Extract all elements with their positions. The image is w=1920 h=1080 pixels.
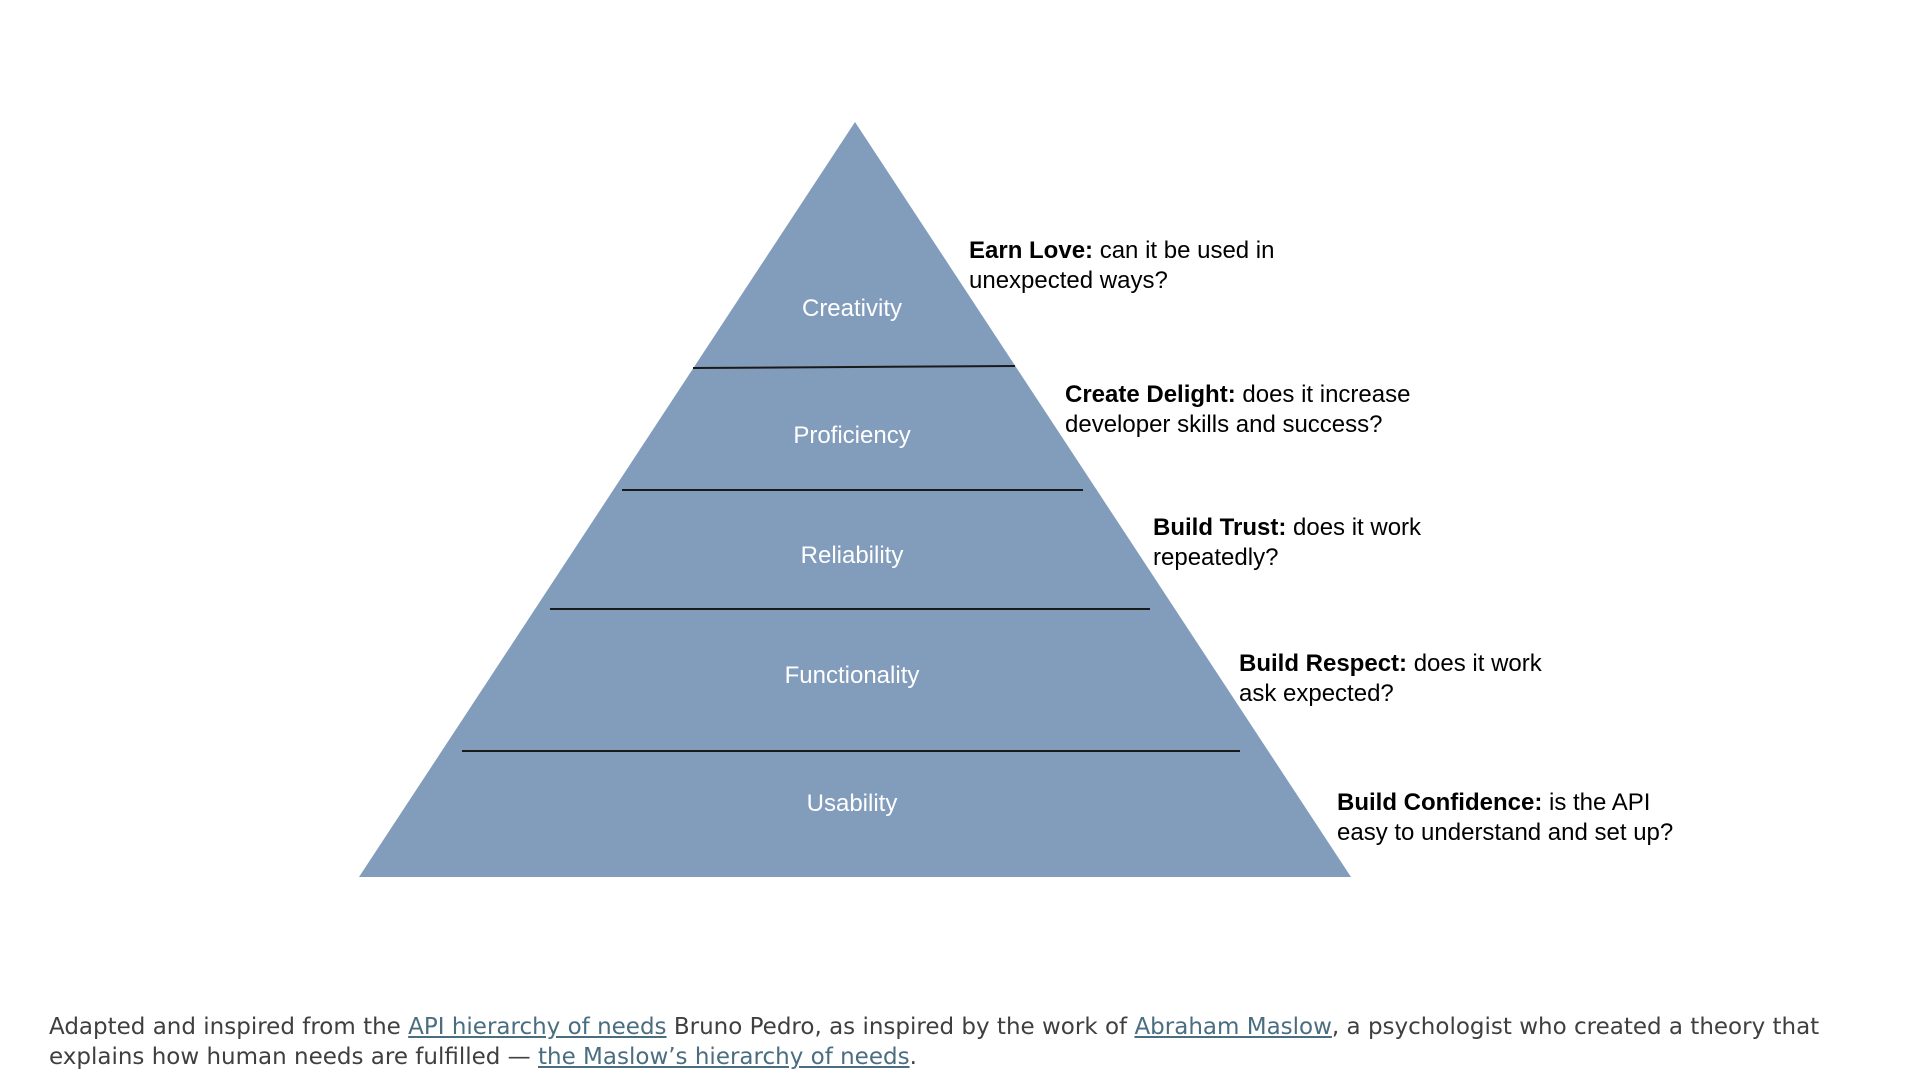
annotation-text: easy to understand and set up? — [1337, 819, 1674, 846]
caption-text: . — [909, 1044, 917, 1070]
annotation-title: Build Trust: — [1153, 514, 1287, 541]
annotation-title: Earn Love: — [969, 237, 1094, 264]
annotation-text: does it increase — [1235, 381, 1411, 408]
tier-label-proficiency: Proficiency — [793, 422, 910, 449]
abraham-maslow-link[interactable]: Abraham Maslow — [1134, 1014, 1332, 1040]
annotation-text: ask expected? — [1239, 680, 1394, 707]
annotation-text: can it be used in — [1093, 237, 1275, 264]
pyramid-shape — [359, 122, 1351, 877]
caption-text: Adapted and inspired from the — [49, 1014, 409, 1040]
annotation-build-confidence: Build Confidence: is the API easy to und… — [1337, 788, 1673, 848]
annotation-title: Create Delight: — [1065, 381, 1236, 408]
tier-label-functionality: Functionality — [785, 662, 920, 689]
annotation-title: Build Confidence: — [1337, 789, 1543, 816]
caption-text: , a psychologist who created a theory th… — [49, 1014, 1820, 1070]
annotation-create-delight: Create Delight: does it increase develop… — [1065, 380, 1410, 440]
maslow-hierarchy-link[interactable]: the Maslow’s hierarchy of needs — [538, 1044, 910, 1070]
api-hierarchy-link[interactable]: API hierarchy of needs — [408, 1014, 667, 1040]
annotation-build-respect: Build Respect: does it work ask expected… — [1239, 649, 1542, 709]
caption-text: Bruno Pedro, as inspired by the work of — [666, 1014, 1135, 1040]
annotation-text: is the API — [1542, 789, 1651, 816]
tier-label-creativity: Creativity — [802, 295, 902, 322]
annotation-text: unexpected ways? — [969, 267, 1168, 294]
caption: Adapted and inspired from the API hierar… — [49, 1012, 1889, 1072]
tier-label-reliability: Reliability — [801, 542, 904, 569]
tier-label-usability: Usability — [807, 790, 898, 817]
annotation-title: Build Respect: — [1239, 650, 1408, 677]
annotation-text: does it work — [1407, 650, 1542, 677]
annotation-build-trust: Build Trust: does it work repeatedly? — [1153, 513, 1421, 573]
annotation-text: developer skills and success? — [1065, 411, 1383, 438]
annotation-text: does it work — [1286, 514, 1422, 541]
tier-divider — [692, 365, 1016, 369]
annotation-text: repeatedly? — [1153, 544, 1279, 571]
annotation-earn-love: Earn Love: can it be used in unexpected … — [969, 236, 1274, 296]
